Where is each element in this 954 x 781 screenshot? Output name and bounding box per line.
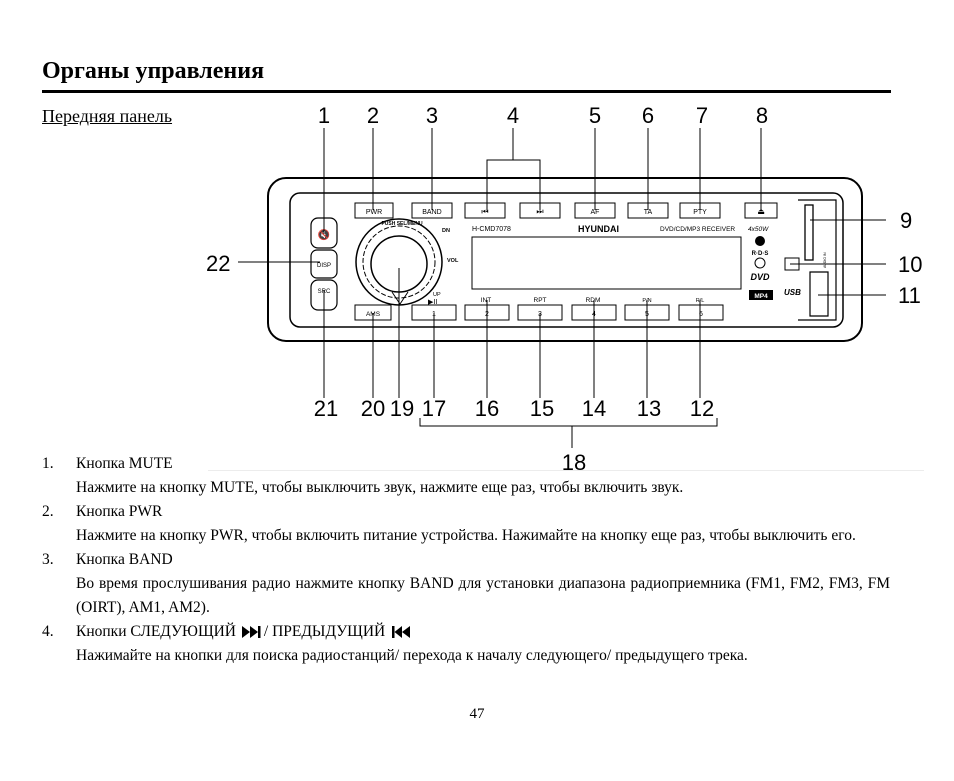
callout-1: 1 [318,103,330,128]
volume-knob: PUSH SEL/MENU DN VOL UP ▶II [355,218,459,306]
rds-logo: R·D·S [752,251,769,257]
disp-button [310,249,338,279]
list-item: 4. Кнопки СЛЕДУЮЩИЙ / ПРЕДЫДУЩИЙ Нажимай… [42,620,890,668]
callout-2: 2 [367,103,379,128]
usb-cover [809,271,829,317]
play-pause-label: ▶II [428,299,437,306]
card-slot-outline [798,199,837,321]
ir-sensor [754,257,766,269]
callout-9: 9 [900,208,912,233]
vol-label: VOL [447,258,459,264]
item-description: Нажмите на кнопку PWR, чтобы включить пи… [76,527,856,544]
rdm-label: RDM [586,297,601,304]
bottom-sub-labels: INT RPT RDM P/N R/L [481,297,705,304]
receiver-text: DVD/CD/MP3 RECEIVER [660,226,735,233]
item-title: Кнопки СЛЕДУЮЩИЙ / ПРЕДЫДУЩИЙ [76,620,890,644]
display-window [471,236,742,290]
item-title: Кнопка PWR [76,503,163,520]
bottom-buttons: AMS 1 2 3 4 5 6 [354,304,724,321]
preset-6-button [678,304,724,321]
item-number: 3. [42,551,54,568]
callout-5: 5 [589,103,601,128]
pwr-label: PWR [366,209,382,216]
separator-line [208,470,924,471]
power-text: 4x50W [748,226,769,233]
item-description: Нажимайте на кнопки для поиска радиостан… [76,647,748,664]
next-track-icon [241,626,261,638]
mute-icon: 🔇 [318,228,330,241]
section-subtitle: Передняя панель [42,106,173,126]
callout-8: 8 [756,103,768,128]
list-item: 2. Кнопка PWR Нажмите на кнопку PWR, что… [42,500,890,548]
band-label: BAND [422,209,441,216]
page-title: Органы управления [42,58,265,84]
pwr-button [354,202,394,219]
preset-6-label: 6 [699,311,703,318]
aux-label: AUDIO IN [823,252,827,268]
controls-list: 1. Кнопка MUTE Нажмите на кнопку MUTE, ч… [42,452,890,668]
item-title-part: Кнопки СЛЕДУЮЩИЙ [76,623,237,640]
mp4-logo: MP4 [754,293,768,300]
knob-slot [391,291,409,305]
dvd-logo: DVD [750,272,770,282]
callout-15: 15 [530,396,554,421]
callout-numbers: 1 2 3 4 5 6 7 8 9 10 11 22 21 20 19 17 1… [206,103,922,475]
callout-12: 12 [690,396,714,421]
callout-13: 13 [637,396,661,421]
item-description: Нажмите на кнопку MUTE, чтобы выключить … [76,479,684,496]
item-title: Кнопка MUTE [76,455,173,472]
item-title: Кнопка BAND [76,551,173,568]
callout-19: 19 [390,396,414,421]
list-item: 3. Кнопка BAND Во время прослушивания ра… [42,548,890,620]
callout-lines [238,128,886,448]
title-rule [42,90,891,93]
model-text: H-CMD7078 [472,226,511,233]
af-label: AF [591,209,600,216]
disp-label: DISP [317,263,331,269]
list-item: 1. Кнопка MUTE Нажмите на кнопку MUTE, ч… [42,452,890,500]
callout-4: 4 [507,103,519,128]
callout-16: 16 [475,396,499,421]
callout-6: 6 [642,103,654,128]
knob-push-label: PUSH SEL/MENU [381,221,423,227]
item-number: 1. [42,455,54,472]
sd-card-slot [804,204,814,261]
callout-21: 21 [314,396,338,421]
callout-17: 17 [422,396,446,421]
callout-7: 7 [696,103,708,128]
panel-outer-frame [267,177,863,342]
item-number: 2. [42,503,54,520]
item-number: 4. [42,623,54,640]
eject-icon: ⏏ [757,207,765,216]
dn-label: DN [442,228,450,234]
front-panel-diagram: PWR BAND ⏮ ⏭ AF TA PTY ⏏ 🔇 DISP SRC PUSH… [206,103,922,475]
item-description: Во время прослушивания радио нажмите кно… [76,575,890,616]
ta-label: TA [644,209,653,216]
pty-label: PTY [693,209,707,216]
next-icon: ⏭ [536,207,543,216]
prev-button [464,202,506,219]
callout-14: 14 [582,396,606,421]
callout-10: 10 [898,252,922,277]
callout-20: 20 [361,396,385,421]
callout-11: 11 [898,283,921,308]
top-buttons: PWR BAND ⏮ ⏭ AF TA PTY ⏏ [354,202,778,219]
usb-logo: USB [784,288,801,297]
item-title-part: / ПРЕДЫДУЩИЙ [263,623,386,640]
prev-track-icon [392,626,411,638]
disc-logo-icon [755,236,765,246]
prev-icon: ⏮ [481,207,488,216]
up-label: UP [433,292,441,298]
page-number: 47 [469,706,485,722]
brand-text: HYUNDAI [578,224,619,234]
mp4-badge [749,290,773,300]
panel-inner-frame [289,192,844,328]
int-label: INT [481,297,492,304]
rpt-label: RPT [534,297,547,304]
callout-22: 22 [206,251,230,276]
callout-3: 3 [426,103,438,128]
